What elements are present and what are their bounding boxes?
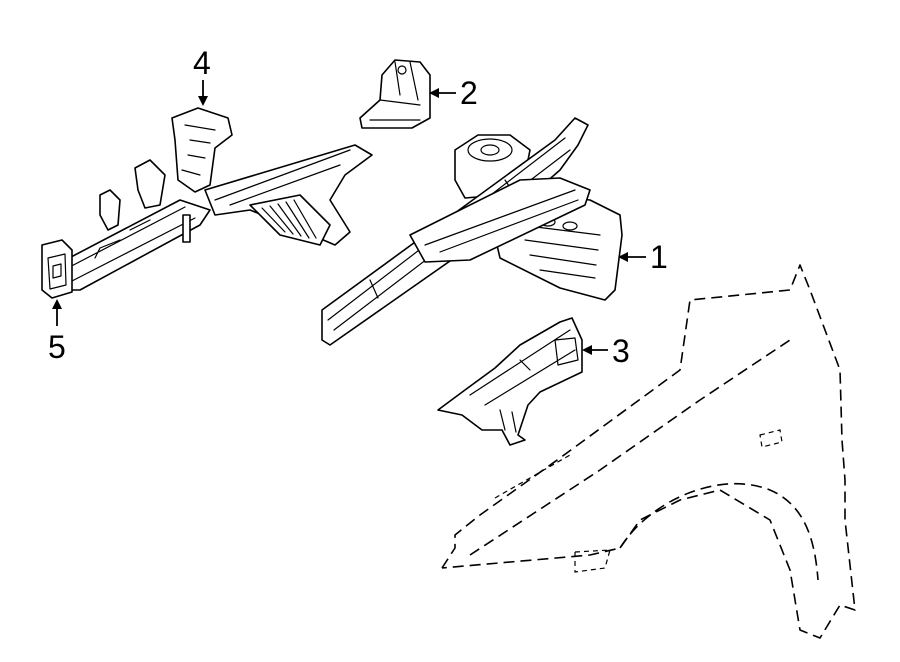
fender-outer-outline — [441, 264, 856, 639]
fender-wheel-arch — [619, 482, 819, 581]
reinforcement-3 — [437, 317, 583, 446]
left-rail-front-detail — [59, 206, 196, 283]
callout-4: 4 — [193, 45, 211, 106]
callout-1: 1 — [618, 239, 668, 275]
fender-notch — [759, 429, 783, 448]
apron-hole-b — [562, 221, 578, 231]
left-frame-rail-assembly — [41, 107, 373, 299]
left-rail-rear-section — [204, 144, 373, 246]
left-rail-front-bracket-b — [134, 159, 166, 209]
left-rail-pin — [182, 214, 191, 243]
fender-hem-line — [494, 454, 571, 499]
reinforcement-3-detail — [469, 329, 579, 433]
end-plate-5 — [41, 239, 73, 299]
callout-5: 5 — [48, 299, 66, 365]
callout-3-arrowhead — [582, 345, 592, 355]
callout-5-label: 5 — [48, 329, 66, 365]
apron-panel-detail — [519, 224, 601, 279]
fender-inner-edge — [469, 339, 791, 556]
fender-outline — [441, 264, 856, 639]
fender-flange — [574, 549, 611, 573]
mount-plate-4-detail — [181, 124, 216, 176]
callout-3: 3 — [582, 333, 630, 369]
reinforcement-3-body — [437, 317, 583, 446]
bracket-2-hole — [397, 65, 407, 75]
left-rail-rib-lines — [261, 199, 317, 239]
right-rail-lower-extension — [409, 177, 591, 263]
bracket-2 — [359, 59, 431, 129]
callout-4-arrowhead — [198, 96, 208, 106]
callout-2-label: 2 — [460, 75, 478, 111]
callout-3-label: 3 — [612, 333, 630, 369]
end-plate-5-detail — [47, 253, 67, 290]
callout-5-arrowhead — [52, 299, 62, 309]
bracket-2-body — [359, 59, 431, 129]
strut-tower-hole — [480, 144, 500, 156]
callout-2: 2 — [429, 75, 478, 111]
callout-1-arrowhead — [618, 252, 628, 262]
right-rail-lower-detail — [424, 189, 579, 253]
left-rail-front-bracket-a — [99, 189, 121, 231]
mount-plate-4 — [171, 107, 233, 193]
left-rail-front-section — [49, 199, 211, 291]
strut-tower-top — [467, 138, 513, 162]
callout-1-label: 1 — [650, 239, 668, 275]
callout-2-arrowhead — [429, 88, 439, 98]
callout-4-label: 4 — [193, 45, 211, 81]
bracket-2-detail — [369, 61, 421, 121]
right-frame-rail-with-apron — [321, 117, 623, 346]
